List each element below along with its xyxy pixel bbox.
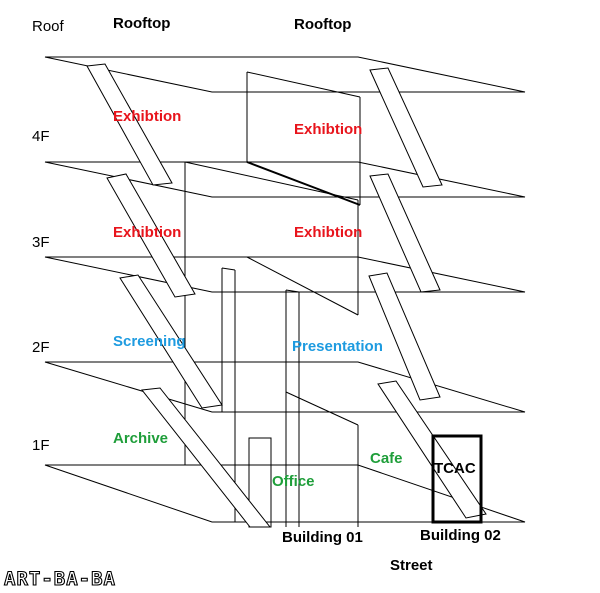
room-label-screening: Screening: [113, 333, 186, 350]
room-label-exhibition-4f-left: Exhibtion: [113, 108, 181, 125]
ramp: [368, 272, 441, 401]
rooftop-label-left: Rooftop: [113, 15, 170, 32]
floor-label-2f: 2F: [32, 339, 50, 356]
floor-labels: Roof 4F 3F 2F 1F: [32, 18, 65, 454]
floor-plate-roof: [44, 56, 526, 93]
tcac-label: TCAC: [434, 460, 476, 477]
ramp: [141, 387, 272, 528]
floor-label-4f: 4F: [32, 128, 50, 145]
floor-plates: [44, 56, 526, 523]
floor-label-1f: 1F: [32, 437, 50, 454]
floor-plate-1f: [44, 464, 526, 523]
room-label-exhibition-3f-right: Exhibtion: [294, 224, 362, 241]
floor-plate-4f: [44, 161, 526, 198]
room-label-exhibition-4f-right: Exhibtion: [294, 121, 362, 138]
floor-plate-2f: [44, 361, 526, 413]
room-label-presentation: Presentation: [292, 338, 383, 355]
rooftop-label-right: Rooftop: [294, 16, 351, 33]
room-labels: Exhibtion Exhibtion Exhibtion Exhibtion …: [113, 108, 403, 490]
room-label-archive: Archive: [113, 430, 168, 447]
floor-label-3f: 3F: [32, 234, 50, 251]
tcac-box: [431, 434, 483, 524]
ramp: [369, 173, 441, 293]
room-label-office: Office: [272, 473, 315, 490]
floor-label-roof: Roof: [32, 18, 65, 35]
room-label-cafe: Cafe: [370, 450, 403, 467]
ramp: [119, 274, 223, 409]
room-label-exhibition-3f-left: Exhibtion: [113, 224, 181, 241]
building-02-label: Building 02: [420, 527, 501, 544]
building-01-label: Building 01: [282, 529, 363, 546]
watermark: ART-BA-BA: [4, 568, 116, 590]
ramp: [86, 63, 173, 186]
floor-plate-3f: [44, 256, 526, 293]
ramp: [106, 173, 196, 298]
ramp: [369, 67, 443, 188]
street-label: Street: [390, 557, 433, 574]
